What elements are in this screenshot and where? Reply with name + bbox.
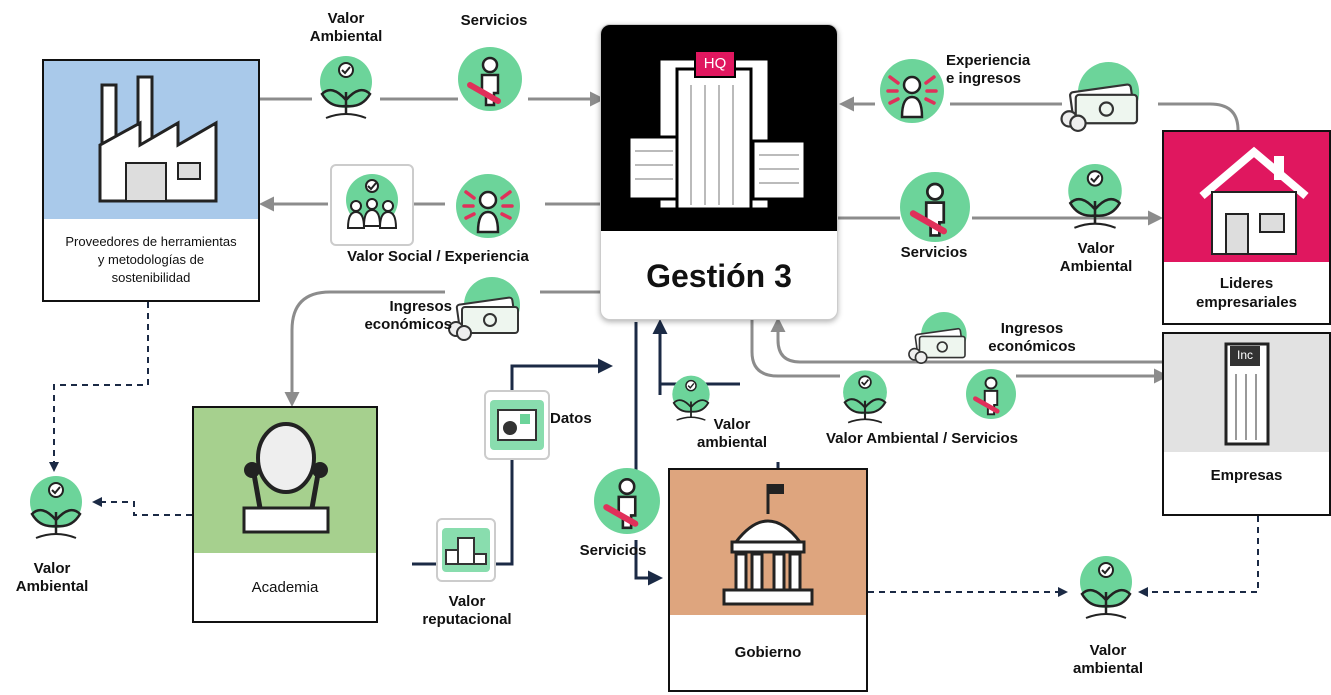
companies-node-label: Empresas xyxy=(1210,466,1283,484)
government-node-label: Gobierno xyxy=(734,644,802,661)
dashed-providers-to-value xyxy=(49,302,149,472)
providers-node: Proveedores de herramientas y metodologí… xyxy=(42,59,260,302)
leaders-node-label: Lideres empresariales xyxy=(1196,274,1297,311)
label-income-left: Ingresos económicos xyxy=(364,298,452,333)
arrow-companies-to-center xyxy=(770,317,1164,364)
label-value-right: Valor Ambiental xyxy=(1059,240,1133,275)
money-bills-icon-top-right xyxy=(1060,62,1141,132)
capitol-icon xyxy=(722,484,814,606)
sprout-check-icon-bottom xyxy=(1078,556,1134,620)
label-gov-value: Valor ambiental xyxy=(696,416,768,451)
person-speaking-icon xyxy=(456,174,520,238)
label-left-value: Valor Ambiental xyxy=(15,560,89,595)
dashed-companies-to-value xyxy=(1138,516,1259,597)
label-top-value: Valor Ambiental xyxy=(309,10,383,45)
factory-icon xyxy=(98,75,218,203)
money-bills-icon-right xyxy=(908,312,968,364)
label-top-services: Servicios xyxy=(460,12,528,29)
office-building-icon xyxy=(1224,342,1270,446)
label-bottom-value: Valor ambiental xyxy=(1072,642,1144,677)
label-reputational: Valor reputacional xyxy=(422,593,512,628)
arrow-center-to-companies xyxy=(750,320,1166,376)
label-exp-income: Experiencia e ingresos xyxy=(946,52,1031,87)
money-bills-icon xyxy=(448,276,521,341)
person-wrench-icon xyxy=(458,46,522,112)
arrow-center-to-government xyxy=(634,322,660,578)
headquarters-building-icon xyxy=(627,50,807,211)
inc-sign: Inc xyxy=(1236,348,1253,362)
sprout-check-icon xyxy=(318,56,374,120)
label-services-right: Servicios xyxy=(900,244,968,261)
person-wrench-icon-right xyxy=(900,172,970,242)
label-gov-services: Servicios xyxy=(579,542,647,559)
sprout-check-icon-lower-right xyxy=(842,370,888,424)
providers-node-label: Proveedores de herramientas y metodologí… xyxy=(65,233,237,285)
person-wrench-icon-government xyxy=(594,466,660,536)
leaders-node: Lideres empresariales xyxy=(1162,130,1331,325)
data-chart-icon xyxy=(484,390,550,460)
team-meeting-icon xyxy=(330,164,414,246)
label-data: Datos xyxy=(550,410,592,427)
center-node-title: Gestión 3 xyxy=(646,257,792,294)
podium-icon xyxy=(436,518,496,582)
label-value-services: Valor Ambiental / Servicios xyxy=(825,430,1019,447)
person-speaking-icon-top-right xyxy=(880,58,944,124)
sprout-check-icon-right xyxy=(1066,164,1124,230)
hq-sign: HQ xyxy=(703,55,727,72)
label-income-right: Ingresos económicos xyxy=(988,320,1076,355)
government-node: Gobierno xyxy=(668,468,868,692)
companies-node: Inc Empresas xyxy=(1162,332,1331,516)
mirror-trophy-icon xyxy=(242,422,330,534)
person-wrench-icon-lower-right xyxy=(966,368,1016,420)
dashed-academia-to-value xyxy=(92,497,192,516)
house-icon xyxy=(1199,146,1309,255)
center-node: HQ Gestión 3 xyxy=(600,24,838,320)
academia-node: Academia xyxy=(192,406,378,623)
arrow-leaders-to-center xyxy=(842,104,1240,131)
arrow-center-to-academia xyxy=(292,290,600,404)
academia-node-label: Academia xyxy=(251,578,319,596)
sprout-check-icon-left xyxy=(28,474,84,540)
label-social: Valor Social / Experiencia xyxy=(347,248,529,265)
